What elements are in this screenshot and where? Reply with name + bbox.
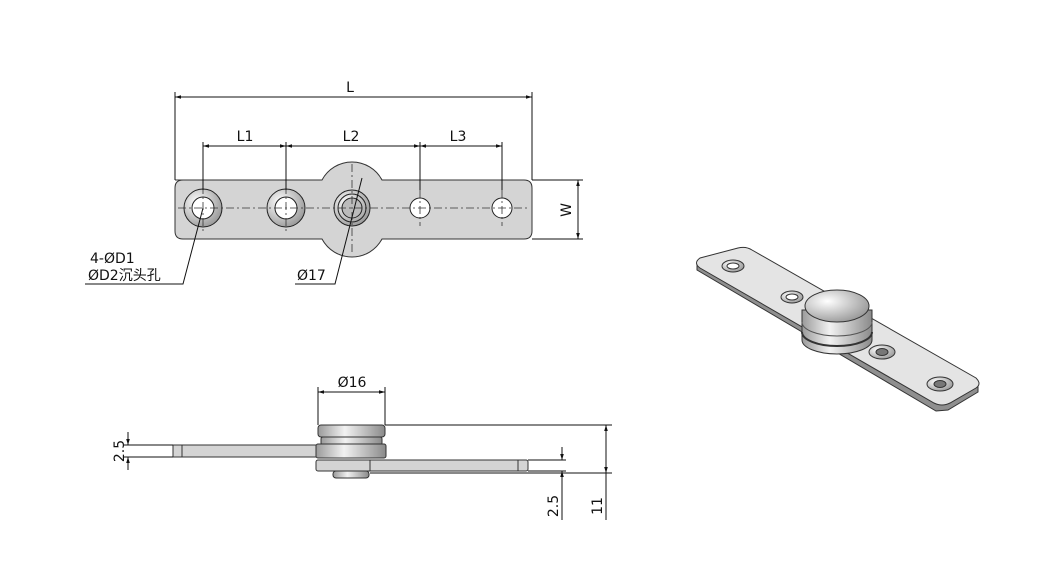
lower-plate (315, 459, 529, 472)
top-view: L L1 L2 L3 W 4-ØD1 ØD2沉头孔 Ø17 (85, 80, 583, 285)
dim-lower-plate-thickness: 2.5 (546, 495, 562, 517)
dim-L2: L2 (343, 129, 360, 145)
hole-callout-d1: 4-ØD1 (90, 251, 135, 267)
isometric-view (696, 246, 980, 412)
dim-upper-plate-thickness: 2.5 (112, 440, 128, 462)
dim-L: L (346, 80, 354, 96)
pivot-body (315, 443, 387, 459)
upper-plate (172, 444, 332, 458)
pivot-nub (332, 470, 370, 479)
dim-total-height: 11 (590, 497, 606, 515)
cap-top (317, 424, 386, 438)
dim-W: W (559, 203, 575, 217)
dim-L3: L3 (450, 129, 467, 145)
side-view: Ø16 11 2.5 2.5 (112, 375, 612, 520)
iso-pivot-cap (801, 289, 873, 355)
dim-boss-diameter: Ø17 (297, 268, 326, 284)
hole-callout-d2: ØD2沉头孔 (88, 268, 161, 284)
dim-L1: L1 (237, 129, 254, 145)
dim-cap-diameter: Ø16 (338, 375, 367, 391)
